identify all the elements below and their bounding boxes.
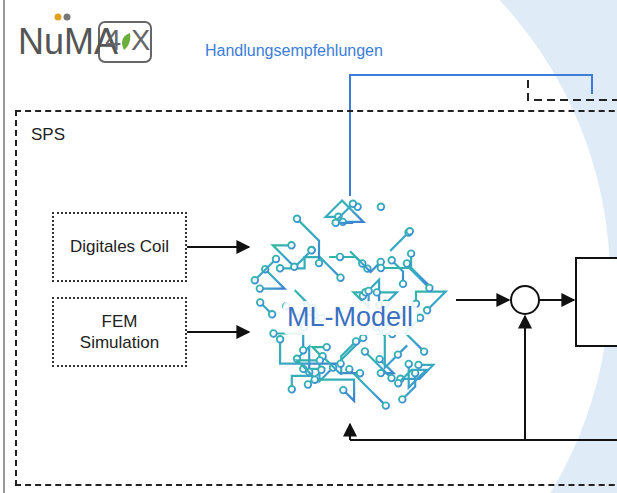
circuit-pad (376, 356, 383, 363)
logo-version: X (131, 25, 150, 57)
circuit-trace (416, 292, 446, 311)
node-label: Digitales Coil (70, 236, 169, 257)
circuit-trace (315, 380, 354, 401)
input-box: FEM Simulation (52, 297, 187, 367)
circuit-trace (255, 259, 276, 280)
logo-text: NuMA (18, 22, 118, 62)
circuit-pad (378, 204, 385, 211)
feedback-arrow (349, 424, 351, 440)
circuit-pad (374, 289, 381, 296)
circuit-pad (337, 254, 344, 261)
node-label: ML-Modell (283, 301, 417, 335)
plc-region: SPS Digitales CoilFEM Simulation ML-Modell (15, 110, 617, 486)
recommendation-label: Handlungsempfehlungen (205, 42, 383, 60)
plant-box (576, 258, 617, 346)
circuit-pad (277, 336, 284, 343)
region-heading: SPS (31, 124, 617, 145)
edge-line (3, 0, 5, 493)
circuit-pad (417, 315, 424, 322)
circuit-pad (426, 285, 433, 292)
summing-junction (511, 286, 539, 314)
circuit-pad (316, 260, 323, 267)
circuit-pad (300, 347, 307, 354)
circuit-pad (308, 247, 315, 254)
circuit-pad (415, 362, 422, 369)
circuit-pad (337, 360, 344, 367)
circuit-pad (340, 387, 347, 394)
signal-arrow (456, 299, 509, 301)
logo-frame (99, 22, 151, 62)
circuit-pad (362, 348, 369, 355)
circuit-pad (407, 228, 414, 235)
circuit-pad (346, 366, 353, 373)
circuit-pad (388, 257, 395, 264)
circuit-pad (305, 381, 312, 388)
circuit-pad (318, 367, 325, 374)
circuit-pad (257, 285, 264, 292)
circuit-pad (365, 288, 372, 295)
circuit-pad (291, 264, 298, 271)
circuit-pad (353, 338, 360, 345)
logo-version: 4 (105, 25, 121, 57)
circuit-pad (294, 216, 301, 223)
feedback-line (350, 439, 617, 441)
circuit-pad (388, 375, 395, 382)
circuit-pad (408, 250, 415, 257)
circuit-pad (400, 281, 407, 288)
logo-dot (55, 14, 62, 21)
circuit-pad (378, 370, 385, 377)
brain-circuit (252, 201, 446, 409)
circuit-pad (308, 247, 315, 254)
circuit-pad (350, 201, 357, 208)
circuit-trace (292, 360, 320, 389)
circuit-pad (421, 348, 428, 355)
circuit-trace (297, 219, 319, 263)
circuit-pad (288, 242, 295, 249)
circuit-pad (404, 260, 411, 267)
logo-leaf (122, 33, 130, 50)
circuit-pad (270, 330, 277, 337)
circuit-pad (257, 299, 264, 306)
recommendation-line (350, 75, 592, 196)
node-label: FEM Simulation (64, 311, 175, 354)
circuit-pad (337, 274, 344, 281)
circuit-pad (383, 402, 390, 409)
circuit-pad (332, 220, 339, 227)
input-box: Digitales Coil (52, 212, 187, 282)
input-arrow (187, 246, 249, 248)
circuit-pad (395, 380, 402, 387)
ml-model: ML-Modell (245, 200, 455, 436)
circuit-pad (395, 351, 402, 358)
circuit-pad (424, 307, 431, 314)
circuit-pad (357, 370, 364, 377)
feedback-arrow (524, 316, 526, 440)
circuit-pad (360, 335, 367, 342)
circuit-pad (399, 396, 406, 403)
circuit-pad (311, 376, 318, 383)
circuit-pad (317, 357, 324, 364)
input-arrow (187, 331, 249, 333)
logo-dot (64, 14, 71, 21)
circuit-trace (323, 356, 360, 373)
circuit-pad (273, 256, 280, 263)
signal-arrow (539, 299, 574, 301)
outer-dashed-box (528, 80, 617, 100)
circuit-trace (274, 334, 304, 351)
circuit-pad (378, 265, 385, 272)
circuit-pad (323, 344, 330, 351)
circuit-pad (277, 265, 284, 272)
circuit-pad (252, 277, 259, 284)
circuit-pad (289, 386, 296, 393)
circuit-trace (398, 364, 426, 388)
circuit-pad (269, 311, 276, 318)
circuit-pad (405, 361, 412, 368)
circuit-trace (381, 268, 430, 288)
